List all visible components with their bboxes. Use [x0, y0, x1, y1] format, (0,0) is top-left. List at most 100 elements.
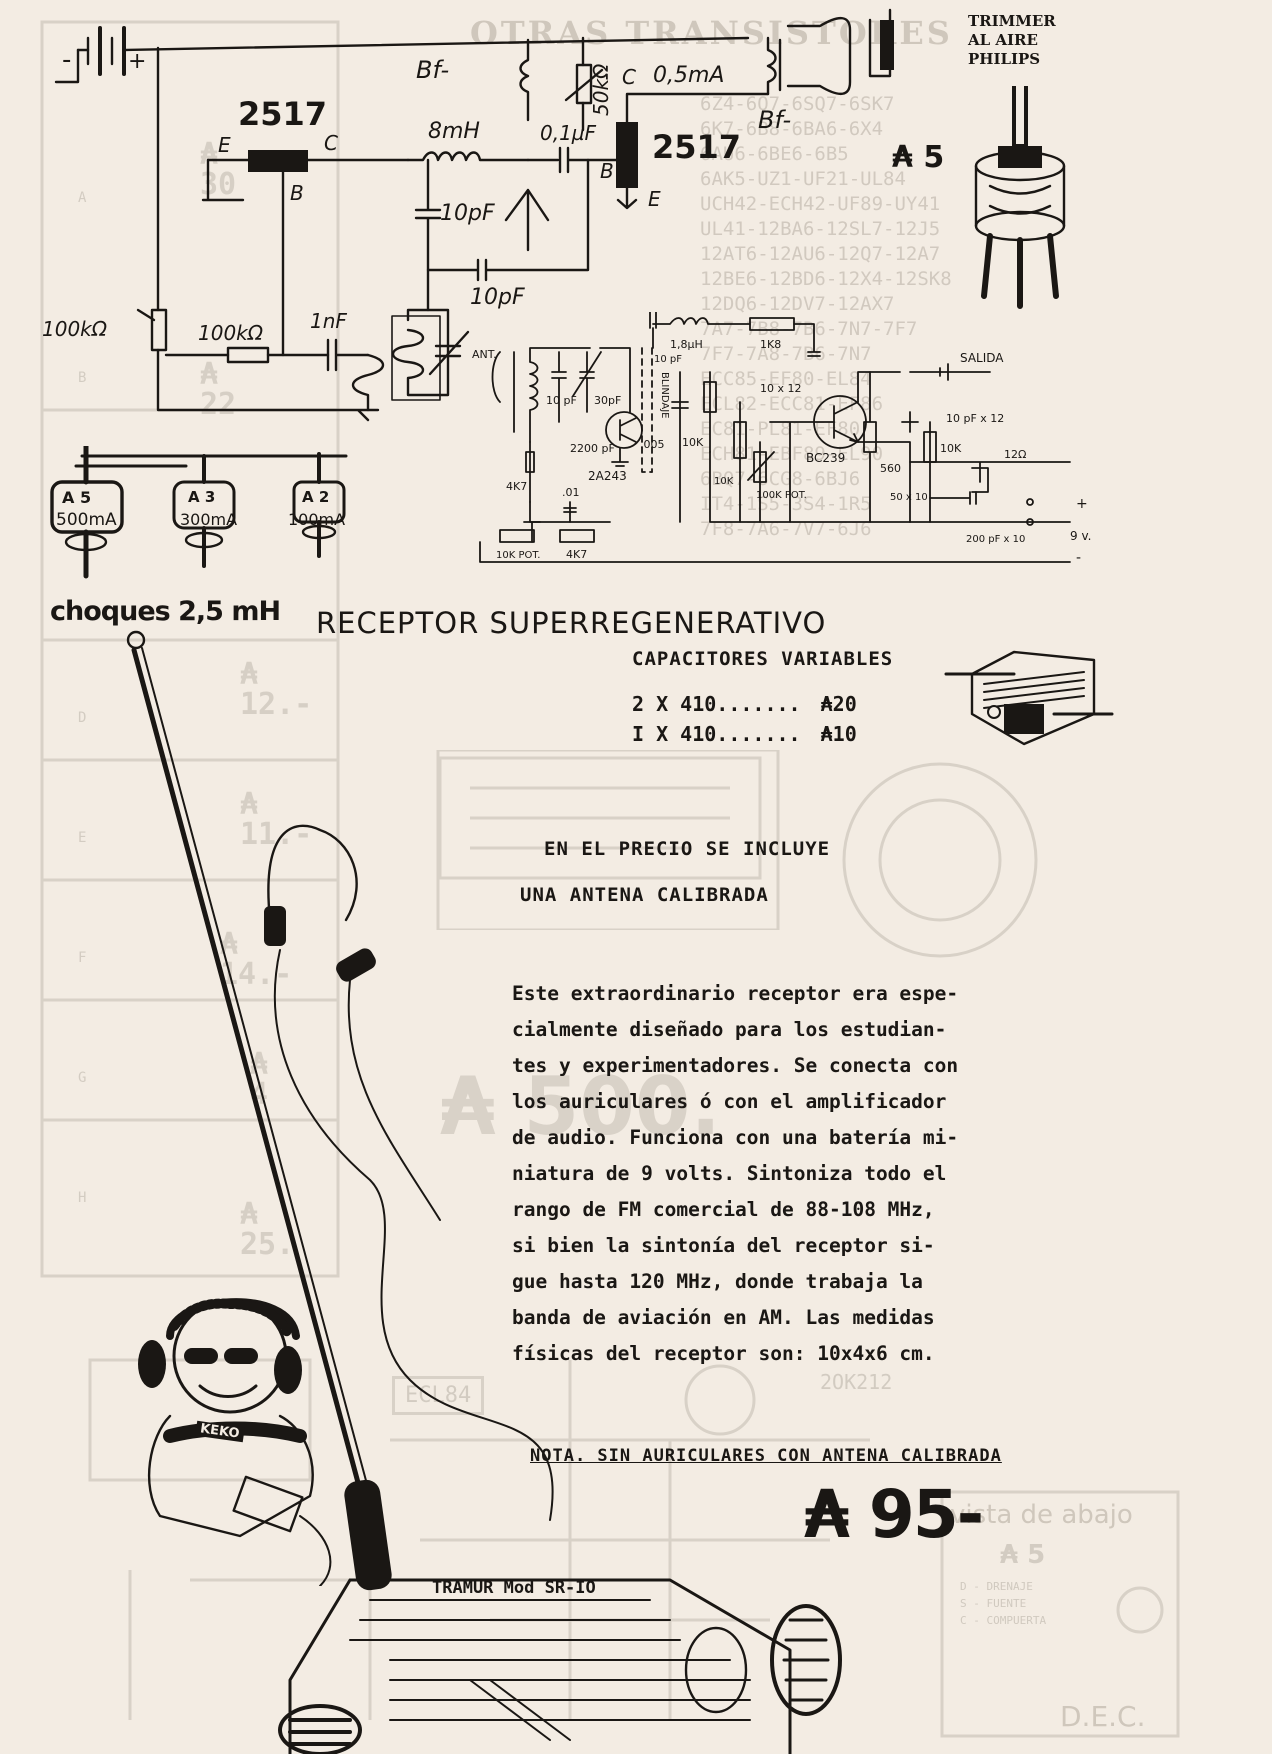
fm-c10pf-b: 10 pF [654, 354, 682, 365]
bleed-tube-box: ECL84 [392, 1376, 485, 1415]
fm-c01: .01 [562, 486, 580, 499]
t2-pin-c: C [622, 65, 636, 89]
res-100k-label: 100kΩ [198, 321, 264, 345]
description-line: gue hasta 120 MHz, donde trabaja la [512, 1270, 923, 1293]
transistor-1-body [248, 150, 308, 172]
fm-c2200pf: 2200 pF [570, 442, 615, 455]
choke-a2-value: 100mA [288, 510, 346, 529]
antenna-and-headphones [126, 630, 554, 1591]
fm-r4k7-a: 4K7 [506, 480, 527, 493]
chokes-caption: choques 2,5 mH [50, 596, 281, 627]
t1-pin-b: B [290, 181, 304, 205]
fm-minus: - [1076, 550, 1081, 566]
fm-r10k-c: 10K [940, 442, 962, 455]
fm-c50x10: 50 x 10 [890, 492, 928, 503]
description-line: banda de aviación en AM. Las medidas [512, 1306, 935, 1329]
schematic-fm-receiver: ANT. 10 pF 30pF 2200 pF BLINDAJE 2A243 4… [472, 312, 1091, 566]
description-line: niatura de 9 volts. Sintoniza todo el [512, 1162, 947, 1185]
t2-pin-b: B [600, 159, 614, 183]
bleed-bottom-view: vista de abajo [950, 1500, 1133, 1530]
trimmer-illustration [974, 86, 1066, 309]
description-line: Este extraordinario receptor era espe- [512, 982, 959, 1005]
cap-10pf-a-label: 10pF [440, 201, 495, 226]
schematic-superregen: - + 2517 E B C 100kΩ 100kΩ 1nF 8mH [42, 26, 791, 422]
bleed-top-sketch [436, 750, 780, 930]
description-line: tes y experimentadores. Se conecta con [512, 1054, 959, 1077]
t1-pin-c: C [324, 131, 338, 155]
fm-c10pf12: 10 pF x 12 [946, 412, 1004, 425]
pot-100k-label: 100kΩ [42, 317, 108, 341]
mascot-illustration [138, 1298, 332, 1586]
battery-symbol [54, 26, 750, 84]
fm-l18uh: 1,8µH [670, 338, 703, 351]
headline: RECEPTOR SUPERREGENERATIVO [316, 606, 827, 640]
cap-row-2-price: ₳10 [820, 722, 857, 746]
inductor-8mh-label: 8mH [428, 119, 480, 144]
fm-r4k7-b: 4K7 [566, 548, 587, 561]
trimmer-price: ₳ 5 [892, 140, 945, 175]
headphone-jack-symbol [786, 8, 894, 95]
fm-r1k8: 1K8 [760, 338, 781, 351]
description: Este extraordinario receptor era espe- c… [512, 982, 1102, 1382]
variable-capacitor-illustration [944, 650, 1114, 746]
fm-c10x12: 10 x 12 [760, 382, 802, 395]
description-line: cialmente diseñado para los estudian- [512, 1018, 947, 1041]
price: ₳ 95- [804, 1476, 984, 1553]
cap-row-1-spec: 2 X 410....... [632, 692, 801, 716]
fm-c200pf: 200 pF x 10 [966, 534, 1025, 545]
fm-pot100k: 100K POT. [756, 490, 807, 501]
fm-r10k-a: 10K [682, 436, 704, 449]
choke-a3 [172, 454, 236, 568]
included-line-2: UNA ANTENA CALIBRADA [520, 884, 769, 906]
choke-a5 [50, 446, 124, 579]
battery-plus: + [128, 49, 146, 74]
choke-a2-tag: A 2 [302, 488, 330, 506]
capacitors-title: CAPACITORES VARIABLES [632, 648, 894, 670]
fm-v9: 9 v. [1070, 529, 1091, 543]
fm-blindaje: BLINDAJE [659, 372, 670, 419]
choke-a3-value: 300mA [180, 510, 238, 529]
receiver-model-label: TRAMUR Mod SR-IO [432, 1578, 596, 1598]
cap-row-1-price: ₳20 [820, 692, 857, 716]
battery-minus: - [62, 45, 71, 75]
current-label: 0,5mA [653, 63, 724, 88]
note: NOTA. SIN AURICULARES CON ANTENA CALIBRA… [530, 1446, 1002, 1466]
bleed-big-price: ₳ 500. [440, 1060, 721, 1153]
receiver-illustration [278, 1578, 842, 1754]
bleed-cap-sketch [438, 756, 762, 880]
fm-plus: + [1076, 496, 1088, 512]
fm-ant: ANT. [472, 348, 497, 361]
fm-bc239: BC239 [806, 451, 845, 465]
transistor-2-body [616, 122, 638, 188]
cap-01uf-label: 0,1µF [540, 121, 597, 145]
fm-c005: .005 [640, 438, 665, 451]
cap-1nf-label: 1nF [310, 309, 347, 333]
choke-a5-tag: A 5 [62, 488, 92, 507]
included-line-1: EN EL PRECIO SE INCLUYE [544, 838, 831, 860]
cap-10pf-b-label: 10pF [470, 285, 525, 310]
fm-r12: 12Ω [1004, 448, 1026, 461]
description-line: de audio. Funciona con una batería mi- [512, 1126, 959, 1149]
transistor-1-label: 2517 [238, 95, 327, 133]
fm-c10pf: 10 pF [546, 394, 577, 407]
cap-row-2-spec: I X 410....... [632, 722, 801, 746]
fm-transistor: 2A243 [588, 469, 627, 483]
fm-c30pf: 30pF [594, 394, 621, 407]
bleed-initials: D.E.C. [1060, 1700, 1146, 1733]
rf-choke-2-label: Bf- [758, 106, 791, 134]
t1-pin-e: E [218, 133, 231, 157]
fm-salida: SALIDA [960, 351, 1004, 365]
bleed-bottom-price: ₳ 5 [1000, 1540, 1046, 1570]
description-line: si bien la sintonía del receptor si- [512, 1234, 935, 1257]
t2-pin-e: E [648, 187, 661, 211]
transistor-2-label: 2517 [652, 128, 741, 166]
choke-a5-value: 500mA [56, 510, 117, 530]
bleed-pins: D - DRENAJE S - FUENTE C - COMPUERTA [960, 1580, 1047, 1627]
description-line: rango de FM comercial de 88-108 MHz, [512, 1198, 935, 1221]
trimmer-label: TRIMMER AL AIRE PHILIPS [968, 12, 1056, 68]
description-line: los auriculares ó con el amplificador [512, 1090, 947, 1113]
bleed-dial [842, 762, 1038, 958]
fm-r10k-b: 10K [714, 476, 734, 487]
